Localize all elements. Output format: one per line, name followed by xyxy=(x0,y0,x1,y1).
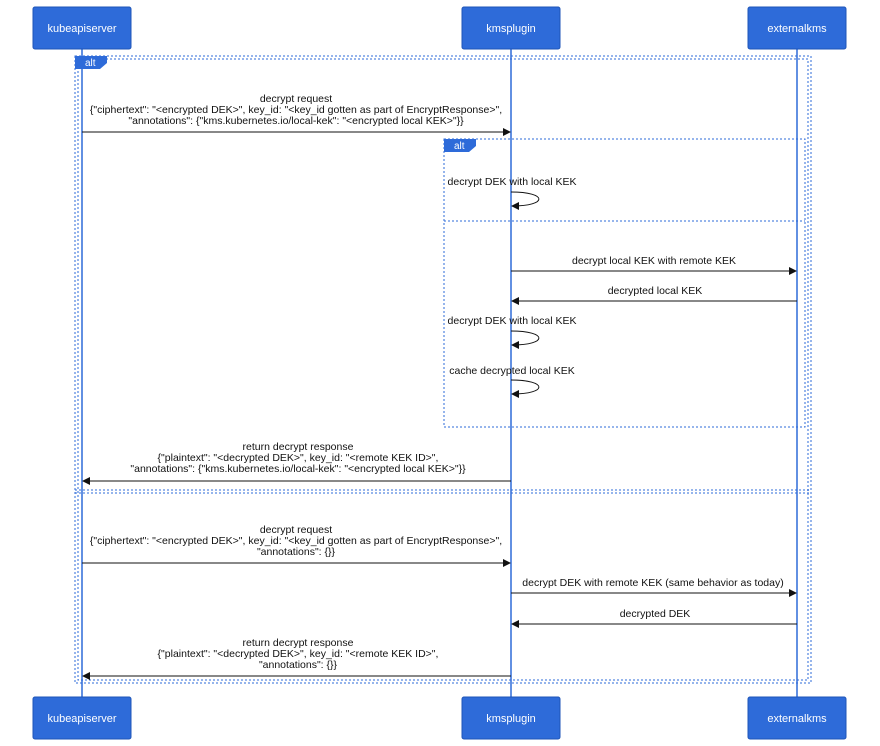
arrow-m2 xyxy=(510,191,540,210)
label-m7-line1: return decrypt response xyxy=(243,441,354,453)
svg-text:kubeapiserver: kubeapiserver xyxy=(47,23,116,35)
label-m1-line3: "annotations": {"kms.kubernetes.io/local… xyxy=(128,115,464,127)
label-m6: cache decrypted local KEK xyxy=(449,365,575,377)
label-m8-line3: "annotations": {}} xyxy=(257,546,336,558)
actors-top: kubeapiserver kmsplugin externalkms xyxy=(32,6,847,50)
label-m4: decrypted local KEK xyxy=(608,285,703,297)
label-m3: decrypt local KEK with remote KEK xyxy=(572,255,736,267)
label-m1-line2: {"ciphertext": "<encrypted DEK>", key_id… xyxy=(90,104,502,116)
label-m11-line1: return decrypt response xyxy=(243,637,354,649)
label-m2: decrypt DEK with local KEK xyxy=(448,176,577,188)
outer-alt-label: alt xyxy=(85,58,96,69)
actor-externalkms-top: externalkms xyxy=(747,6,847,50)
label-m8-line2: {"ciphertext": "<encrypted DEK>", key_id… xyxy=(90,535,502,547)
outer-alt-tab xyxy=(75,56,107,69)
label-m5: decrypt DEK with local KEK xyxy=(448,315,577,327)
actor-kmsplugin-bottom: kmsplugin xyxy=(461,696,561,740)
svg-text:externalkms: externalkms xyxy=(767,713,827,725)
label-m7-line3: "annotations": {"kms.kubernetes.io/local… xyxy=(130,463,466,475)
inner-alt-label: alt xyxy=(454,141,465,152)
svg-text:externalkms: externalkms xyxy=(767,23,827,35)
actor-kmsplugin-top: kmsplugin xyxy=(461,6,561,50)
svg-text:kubeapiserver: kubeapiserver xyxy=(47,713,116,725)
arrow-m5 xyxy=(510,330,540,349)
label-m11-line3: "annotations": {}} xyxy=(259,659,338,671)
label-m8-line1: decrypt request xyxy=(260,524,332,536)
actor-kubeapiserver-top: kubeapiserver xyxy=(32,6,132,50)
inner-alt-tab xyxy=(444,139,476,152)
actors-bottom: kubeapiserver kmsplugin externalkms xyxy=(32,696,847,740)
arrow-m6 xyxy=(510,379,540,398)
outer-alt-frame: alt xyxy=(74,55,812,684)
label-m10: decrypted DEK xyxy=(620,608,691,620)
message-labels: decrypt request {"ciphertext": "<encrypt… xyxy=(90,93,784,671)
message-arrows xyxy=(82,128,797,680)
actor-externalkms-bottom: externalkms xyxy=(747,696,847,740)
label-m9: decrypt DEK with remote KEK (same behavi… xyxy=(522,577,783,589)
label-m7-line2: {"plaintext": "<decrypted DEK>", key_id:… xyxy=(158,452,439,464)
svg-text:kmsplugin: kmsplugin xyxy=(486,713,536,725)
label-m1-line1: decrypt request xyxy=(260,93,332,105)
inner-alt-frame: alt xyxy=(443,138,806,428)
label-m11-line2: {"plaintext": "<decrypted DEK>", key_id:… xyxy=(158,648,439,660)
actor-kubeapiserver-bottom: kubeapiserver xyxy=(32,696,132,740)
lifelines xyxy=(81,49,798,697)
svg-text:kmsplugin: kmsplugin xyxy=(486,23,536,35)
